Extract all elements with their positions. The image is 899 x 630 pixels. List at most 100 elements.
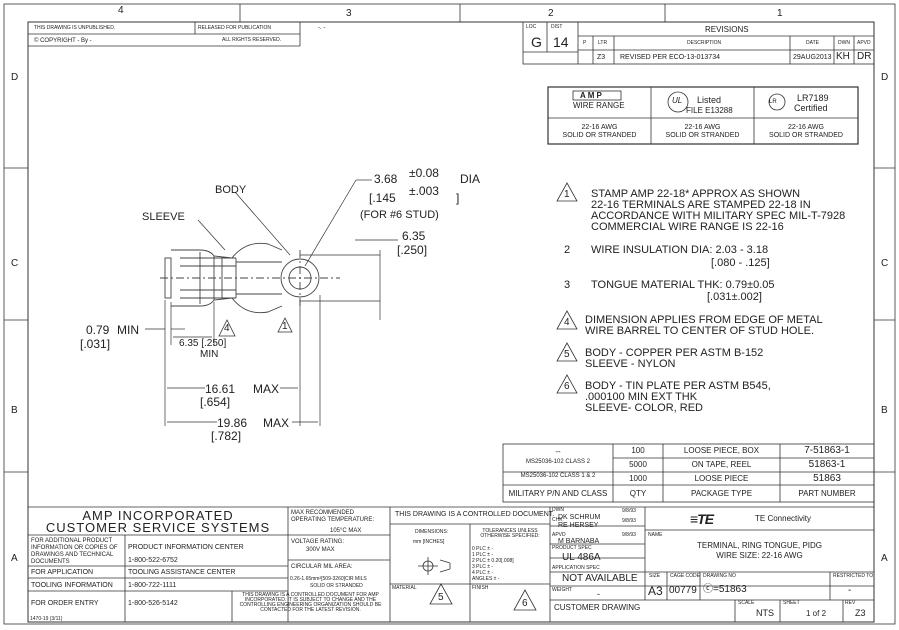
note-2-line: WIRE INSULATION DIA: 2.03 - 3.18 [591,244,769,256]
tongue-width-mm: 6.35 [402,229,426,243]
parts-pkg-cell: ON TAPE, REEL [691,460,752,469]
voltage-label: VOLTAGE RATING: [291,539,345,545]
sheet-value: 1 of 2 [806,609,827,618]
drawing-name-1: TERMINAL, RING TONGUE, PIDG [696,541,823,550]
dims-label: DIMENSIONS: [415,529,449,535]
note-3-line: [.031±.002] [707,291,762,303]
amp-logo: AMP [580,91,604,100]
barrel-min: MIN [200,349,219,360]
zone-marker: B [11,405,18,416]
css-row-name: PRODUCT INFORMATION CENTER [128,544,244,551]
cage-label: CAGE CODE [670,573,701,579]
size-value: A3 [648,584,663,598]
size-label: SIZE [649,573,661,579]
approval-type: SOLID OR STRANDED [769,132,843,139]
parts-mil-cell: MS25036-102 CLASS 1 & 2 [520,473,596,479]
temp-label: MAX RECOMMENDED OPERATING TEMPERATURE: [291,510,375,523]
approval-ul-listed: Listed [697,95,722,105]
css-title-2: CUSTOMER SERVICE SYSTEMS [45,520,271,535]
loc-label: LOC [526,24,537,30]
css-row-label: FOR ORDER ENTRY [31,600,99,607]
approval-ul-file: FILE E13288 [686,106,733,115]
note-1-line: COMMERCIAL WIRE RANGE IS 22-16 [591,221,784,233]
length2-mm: 19.86 [217,416,248,430]
drawing-no-label: DRAWING NO [703,573,736,579]
note-flag: 1 [564,189,570,200]
chk-name: RE HERSEY [558,522,599,529]
apvd-name: M BARNABA [558,538,600,545]
app-spec: NOT AVAILABLE [562,573,638,584]
revisions-title: REVISIONS [705,25,749,34]
note-2-line: [.080 - .125] [711,257,770,269]
length1-max: MAX [253,382,280,396]
zone-marker: A [11,553,18,564]
released-note: RELEASED FOR PUBLICATION [198,25,271,31]
parts-mil-cell: -- [555,447,561,456]
rev-date-header: DATE [806,40,819,46]
tol-row: ANGLES ± - [472,576,500,582]
note-flag: 6 [564,381,570,392]
zone-marker: 4 [118,5,124,16]
scale-label: SCALE [738,600,755,606]
rev-ltr-header: LTR [598,40,608,46]
form-number: 1470-19 (3/11) [30,616,63,622]
stud-dia-word: DIA [460,172,481,186]
rev-dwn: KH [836,51,850,62]
css-row-label: FOR ADDITIONAL PRODUCT INFORMATION OR CO… [31,538,118,565]
stud-dia-mm: 3.68 [374,172,398,186]
note-5-line: SLEEVE - NYLON [585,358,676,370]
dwn-name: DK SCHRUM [558,514,601,521]
drawing-name-2: WIRE SIZE: 22-16 AWG [716,551,803,560]
flag-1-label: 1 [282,321,288,332]
copyright-note: © COPYRIGHT - By - [34,38,92,44]
parts-pn-cell: 51863-1 [808,459,846,470]
zone-marker: D [881,72,889,83]
material-label: MATERIAL [392,585,417,591]
zone-marker: 2 [548,8,554,19]
approval-amp-wire: WIRE RANGE [573,101,625,110]
note-4-line: WIRE BARREL TO CENTER OF STUD HOLE. [585,325,814,337]
zone-marker: B [881,405,888,416]
apvd-date: 9/8/93 [622,532,636,538]
cma-label: CIRCULAR MIL AREA: [291,564,353,570]
parts-pkg-cell: LOOSE PIECE [694,474,749,483]
cage-code: 00779 [669,585,697,596]
zone-marker: 3 [346,8,352,19]
ul-logo: UL [672,96,683,105]
cma-type: SOLID OR STRANDED [310,583,363,589]
scale-value: NTS [756,608,774,618]
tol-row: 2 PLC ± 0.20[.008] [472,558,514,564]
tol-row: 0 PLC ± - [472,546,494,552]
note-number: 3 [564,279,571,291]
rev-desc-header: DESCRIPTION [687,40,722,46]
rev-dwn-header: DWN [838,40,850,46]
customer-drawing: CUSTOMER DRAWING [554,603,641,612]
approval-type: SOLID OR STRANDED [562,132,637,139]
parts-header-pkg: PACKAGE TYPE [690,489,753,498]
material-flag: 5 [438,592,444,603]
controlled-notice: THIS DRAWING IS A CONTROLLED DOCUMENT FO… [239,592,382,613]
stud-size: (FOR #6 STUD) [360,209,439,221]
apvd-label: APVD [552,532,566,538]
stud-dia-tol: ±0.08 [409,166,439,180]
css-title-1: AMP INCORPORATED [82,508,234,523]
rights-note: ALL RIGHTS RESERVED. [222,37,282,43]
lr-logo: LR [769,99,777,105]
note-1-line: ACCORDANCE WITH MILITARY SPEC MIL-T-7928 [591,210,846,222]
parts-header-mil: MILITARY P/N AND CLASS [508,489,608,498]
strip-mm: 0.79 [86,323,110,337]
tongue-width-in: [.250] [397,243,428,257]
zone-marker: D [11,72,19,83]
css-row-label: FOR APPLICATION [31,569,94,576]
chk-date: 9/8/93 [622,518,636,524]
css-row-name: TOOLING ASSISTANCE CENTER [128,569,236,576]
css-row-label: TOOLING INFORMATION [31,582,113,589]
rev-ltr: Z3 [597,54,606,61]
approval-logo-shapes [572,90,786,113]
tol-row: 1 PLC ± - [472,552,494,558]
parts-header-qty: QTY [629,489,647,498]
zone-marker: C [11,258,19,269]
weight-label: WEIGHT [552,587,572,593]
